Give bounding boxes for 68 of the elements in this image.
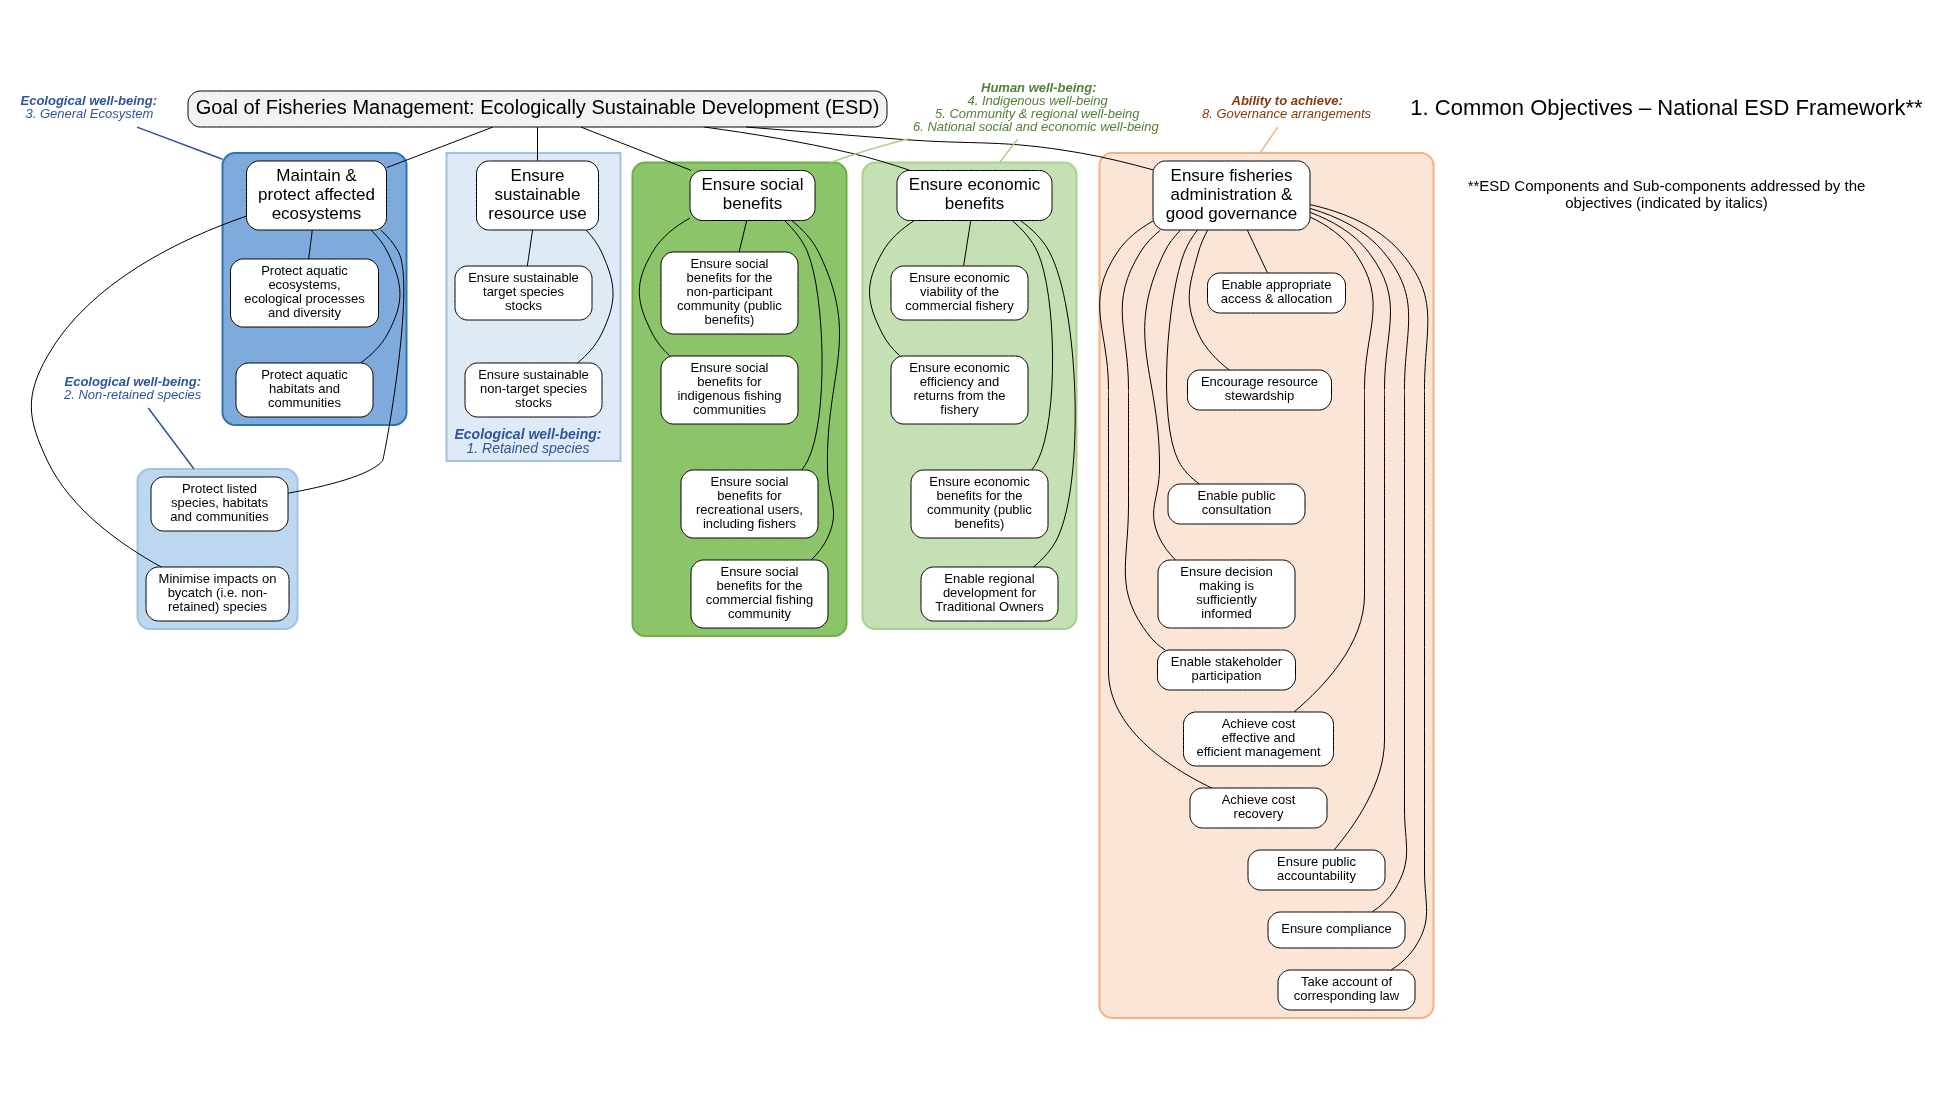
connector <box>1246 229 1268 274</box>
connector <box>998 138 1019 164</box>
connector <box>1309 204 1429 971</box>
connector <box>147 407 195 470</box>
connector <box>703 126 911 171</box>
node-text: Ecological well-being: 2. Non-retained species <box>64 374 202 403</box>
node-box: Ensure social benefits for indigenous fishing communities <box>660 355 799 425</box>
connector <box>526 229 534 267</box>
connector <box>963 220 972 267</box>
node-box: Enable public consultation <box>1167 483 1306 525</box>
connector <box>577 229 614 364</box>
connector <box>1121 229 1166 651</box>
node-box: Ensure economic benefits <box>896 170 1053 221</box>
cluster <box>136 468 299 630</box>
connector <box>136 126 224 160</box>
connector <box>1166 229 1200 485</box>
label: **ESD Components and Sub-components addressed by the objectives (indicated by italics) <box>1467 176 1866 211</box>
node-box: Ensure sustainable resource use <box>476 160 599 231</box>
connector <box>869 220 915 357</box>
connector <box>287 229 405 494</box>
node-box: Achieve cost recovery <box>1189 787 1328 829</box>
node-box: Ensure economic viability of the commercial fishery <box>890 265 1029 321</box>
node-text: Ecological well-being: 3. General Ecosystem <box>20 93 158 122</box>
cluster <box>631 161 848 637</box>
node-text: Ability to achieve: 8. Governance arrangements <box>1202 93 1372 122</box>
node-box: Achieve cost effective and efficient management <box>1183 711 1334 767</box>
node-box: Ensure public accountability <box>1247 849 1386 891</box>
node-box: Ensure economic benefits for the community (public benefits) <box>910 469 1049 539</box>
connector <box>791 220 840 561</box>
connector <box>30 215 247 568</box>
node-box: Take account of corresponding law <box>1277 969 1416 1011</box>
connector <box>360 229 401 364</box>
connector <box>1259 126 1279 154</box>
node-box: Ensure social benefits for recreational users, including fishers <box>680 469 819 539</box>
node-box: Protect aquatic ecosystems, ecological processes and diversity <box>230 258 379 328</box>
connector <box>638 217 691 357</box>
node-box: Ensure sustainable target species stocks <box>454 265 593 321</box>
label: 1. Common Objectives – National ESD Framework** <box>1410 94 1923 120</box>
node-box: Enable regional development for Traditional Owners <box>920 566 1059 622</box>
node-box: Ensure economic efficiency and returns from the fishery <box>890 355 1029 425</box>
cluster <box>221 152 408 426</box>
connector <box>829 138 909 164</box>
node-box: Protect listed species, habitats and communities <box>150 476 289 532</box>
node-box: Enable stakeholder participation <box>1157 649 1296 691</box>
connector <box>1019 220 1076 568</box>
node-box: Encourage resource stewardship <box>1187 369 1332 411</box>
connector <box>1011 220 1054 471</box>
node-box: Maintain & protect affected ecosystems <box>246 160 387 231</box>
connector <box>308 229 313 260</box>
node-box: Ensure social benefits for the commercial fishing community <box>690 559 829 629</box>
connector <box>1188 229 1230 371</box>
node-box: Ensure decision making is sufficiently informed <box>1157 559 1296 629</box>
connector <box>784 220 823 471</box>
node-box: Ensure compliance <box>1267 911 1406 949</box>
node-box: Protect aquatic habitats and communities <box>235 362 374 418</box>
connector <box>738 220 748 253</box>
node-box: Ensure fisheries administration & good governance <box>1152 160 1311 231</box>
connector <box>537 126 538 162</box>
connector <box>1144 229 1181 561</box>
node-box: Minimise impacts on bycatch (i.e. non-retained) species <box>145 566 290 622</box>
node-box: Enable appropriate access & allocation <box>1207 272 1346 314</box>
connector <box>745 126 1154 171</box>
node-box: Ensure social benefits <box>689 170 816 221</box>
node-box: Ensure social benefits for the non-participant community (public benefits) <box>660 251 799 335</box>
node-box: Goal of Fisheries Management: Ecologically Sustainable Development (ESD) <box>187 90 888 128</box>
connector <box>1309 211 1391 851</box>
node-text: Human well-being: 4. Indigenous well-being 5. Community & regional well-being 6. National social and economic well-being <box>913 80 1159 135</box>
node-box: Ensure sustainable non-target species stocks <box>464 362 603 418</box>
